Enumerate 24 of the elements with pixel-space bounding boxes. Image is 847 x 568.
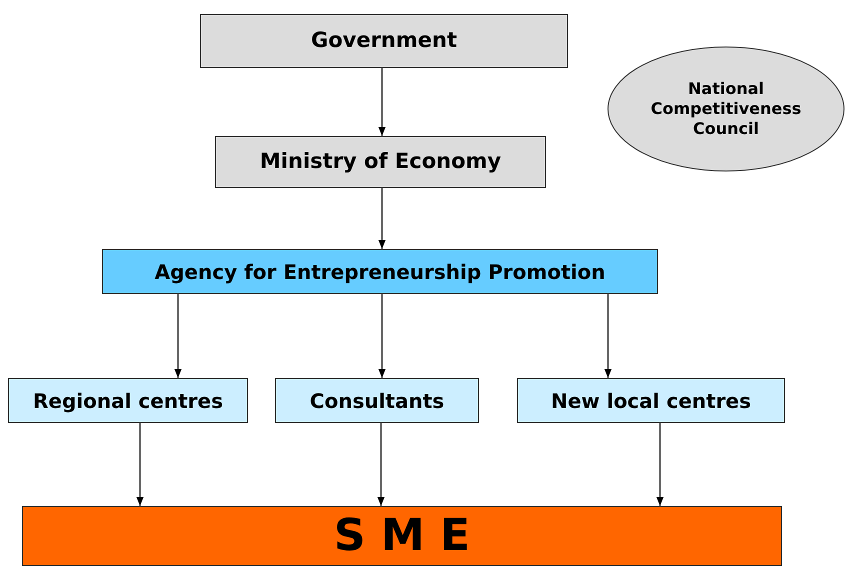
arrow: [377, 423, 385, 506]
node-label: Regional centres: [33, 388, 223, 414]
arrow: [604, 294, 612, 378]
arrow: [656, 423, 664, 506]
node-label: Consultants: [310, 388, 444, 414]
node-label: National Competitiveness Council: [650, 79, 802, 139]
node-label: Government: [310, 27, 457, 54]
sme-box: [22, 506, 782, 566]
node-label: Agency for Entrepreneurship Promotion: [154, 258, 606, 286]
arrow: [378, 188, 386, 249]
arrow: [378, 294, 386, 378]
arrow: [378, 68, 386, 136]
agency-box: [102, 249, 658, 294]
node-label: New local centres: [550, 388, 752, 414]
consultants-box: [275, 378, 479, 423]
node-label: Ministry of Economy: [260, 148, 502, 176]
node-label: S M E: [334, 514, 470, 558]
ministry-box: [215, 136, 546, 188]
arrow: [136, 423, 144, 506]
government-box: [200, 14, 568, 68]
new-local-centres-box: [517, 378, 785, 423]
council-ellipse: [607, 46, 845, 172]
regional-centres-box: [8, 378, 248, 423]
arrow: [174, 294, 182, 378]
